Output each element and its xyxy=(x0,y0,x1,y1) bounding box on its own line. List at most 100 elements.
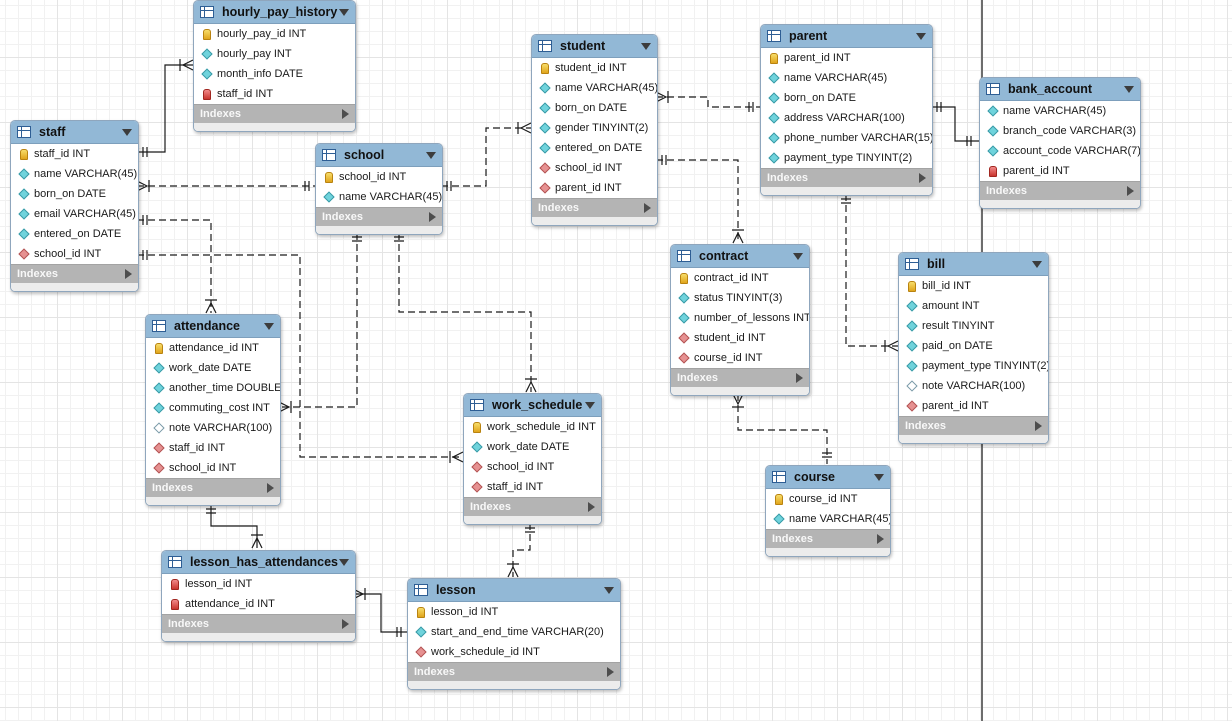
indexes-section[interactable]: Indexes xyxy=(194,104,355,123)
column-row[interactable]: status TINYINT(3) xyxy=(671,288,809,308)
collapse-arrow-icon[interactable] xyxy=(339,8,349,16)
expand-arrow-icon[interactable] xyxy=(644,203,651,213)
column-row[interactable]: school_id INT xyxy=(464,457,601,477)
indexes-section[interactable]: Indexes xyxy=(980,181,1140,200)
table-header[interactable]: student xyxy=(532,35,657,58)
column-row[interactable]: note VARCHAR(100) xyxy=(146,418,280,438)
column-row[interactable]: note VARCHAR(100) xyxy=(899,376,1048,396)
collapse-arrow-icon[interactable] xyxy=(426,151,436,159)
expand-arrow-icon[interactable] xyxy=(919,173,926,183)
expand-arrow-icon[interactable] xyxy=(1127,186,1134,196)
table-header[interactable]: bank_account xyxy=(980,78,1140,101)
column-row[interactable]: staff_id INT xyxy=(194,84,355,104)
column-row[interactable]: hourly_pay INT xyxy=(194,44,355,64)
indexes-section[interactable]: Indexes xyxy=(899,416,1048,435)
indexes-section[interactable]: Indexes xyxy=(761,168,932,187)
table-header[interactable]: work_schedule xyxy=(464,394,601,417)
indexes-section[interactable]: Indexes xyxy=(11,264,138,283)
column-row[interactable]: work_schedule_id INT xyxy=(408,642,620,662)
column-row[interactable]: staff_id INT xyxy=(11,144,138,164)
column-row[interactable]: work_schedule_id INT xyxy=(464,417,601,437)
column-row[interactable]: account_code VARCHAR(7) xyxy=(980,141,1140,161)
column-row[interactable]: lesson_id INT xyxy=(408,602,620,622)
column-row[interactable]: name VARCHAR(45) xyxy=(761,68,932,88)
indexes-section[interactable]: Indexes xyxy=(162,614,355,633)
column-row[interactable]: attendance_id INT xyxy=(146,338,280,358)
column-row[interactable]: result TINYINT xyxy=(899,316,1048,336)
column-row[interactable]: staff_id INT xyxy=(146,438,280,458)
expand-arrow-icon[interactable] xyxy=(429,212,436,222)
column-row[interactable]: start_and_end_time VARCHAR(20) xyxy=(408,622,620,642)
collapse-arrow-icon[interactable] xyxy=(1032,260,1042,268)
column-row[interactable]: another_time DOUBLE xyxy=(146,378,280,398)
collapse-arrow-icon[interactable] xyxy=(793,252,803,260)
column-row[interactable]: commuting_cost INT xyxy=(146,398,280,418)
column-row[interactable]: attendance_id INT xyxy=(162,594,355,614)
expand-arrow-icon[interactable] xyxy=(342,619,349,629)
column-row[interactable]: work_date DATE xyxy=(464,437,601,457)
collapse-arrow-icon[interactable] xyxy=(122,128,132,136)
collapse-arrow-icon[interactable] xyxy=(874,473,884,481)
column-row[interactable]: amount INT xyxy=(899,296,1048,316)
column-row[interactable]: student_id INT xyxy=(671,328,809,348)
table-header[interactable]: lesson_has_attendances xyxy=(162,551,355,574)
expand-arrow-icon[interactable] xyxy=(607,667,614,677)
collapse-arrow-icon[interactable] xyxy=(641,42,651,50)
table-header[interactable]: staff xyxy=(11,121,138,144)
column-row[interactable]: parent_id INT xyxy=(761,48,932,68)
indexes-section[interactable]: Indexes xyxy=(532,198,657,217)
table-header[interactable]: bill xyxy=(899,253,1048,276)
column-row[interactable]: parent_id INT xyxy=(980,161,1140,181)
column-row[interactable]: gender TINYINT(2) xyxy=(532,118,657,138)
expand-arrow-icon[interactable] xyxy=(1035,421,1042,431)
table-header[interactable]: course xyxy=(766,466,890,489)
indexes-section[interactable]: Indexes xyxy=(316,207,442,226)
expand-arrow-icon[interactable] xyxy=(125,269,132,279)
table-header[interactable]: hourly_pay_history xyxy=(194,1,355,24)
column-row[interactable]: contract_id INT xyxy=(671,268,809,288)
column-row[interactable]: paid_on DATE xyxy=(899,336,1048,356)
table-header[interactable]: parent xyxy=(761,25,932,48)
indexes-section[interactable]: Indexes xyxy=(766,529,890,548)
expand-arrow-icon[interactable] xyxy=(267,483,274,493)
collapse-arrow-icon[interactable] xyxy=(339,558,349,566)
column-row[interactable]: parent_id INT xyxy=(899,396,1048,416)
column-row[interactable]: bill_id INT xyxy=(899,276,1048,296)
indexes-section[interactable]: Indexes xyxy=(408,662,620,681)
column-row[interactable]: course_id INT xyxy=(766,489,890,509)
indexes-section[interactable]: Indexes xyxy=(464,497,601,516)
indexes-section[interactable]: Indexes xyxy=(671,368,809,387)
table-header[interactable]: attendance xyxy=(146,315,280,338)
table-header[interactable]: school xyxy=(316,144,442,167)
column-row[interactable]: course_id INT xyxy=(671,348,809,368)
expand-arrow-icon[interactable] xyxy=(342,109,349,119)
column-row[interactable]: name VARCHAR(45) xyxy=(766,509,890,529)
column-row[interactable]: school_id INT xyxy=(11,244,138,264)
column-row[interactable]: school_id INT xyxy=(316,167,442,187)
column-row[interactable]: entered_on DATE xyxy=(11,224,138,244)
column-row[interactable]: work_date DATE xyxy=(146,358,280,378)
column-row[interactable]: month_info DATE xyxy=(194,64,355,84)
column-row[interactable]: school_id INT xyxy=(146,458,280,478)
collapse-arrow-icon[interactable] xyxy=(585,401,595,409)
expand-arrow-icon[interactable] xyxy=(588,502,595,512)
column-row[interactable]: phone_number VARCHAR(15) xyxy=(761,128,932,148)
column-row[interactable]: number_of_lessons INT xyxy=(671,308,809,328)
column-row[interactable]: staff_id INT xyxy=(464,477,601,497)
column-row[interactable]: payment_type TINYINT(2) xyxy=(899,356,1048,376)
column-row[interactable]: parent_id INT xyxy=(532,178,657,198)
column-row[interactable]: email VARCHAR(45) xyxy=(11,204,138,224)
indexes-section[interactable]: Indexes xyxy=(146,478,280,497)
column-row[interactable]: entered_on DATE xyxy=(532,138,657,158)
collapse-arrow-icon[interactable] xyxy=(264,322,274,330)
